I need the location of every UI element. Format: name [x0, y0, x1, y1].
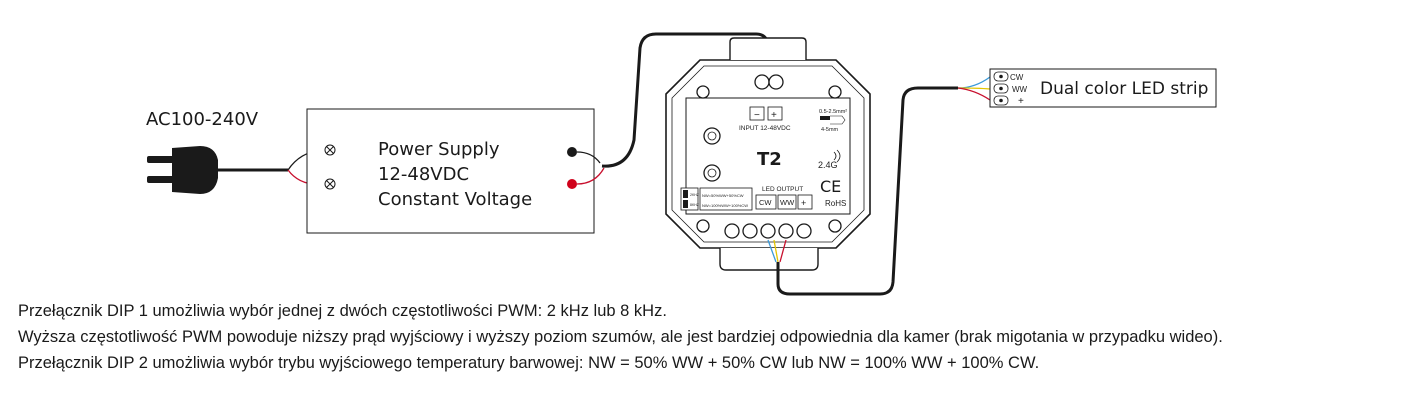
led-strip-label: Dual color LED strip — [1040, 79, 1208, 99]
led-strip-box — [989, 68, 1217, 108]
led-strip-pins — [993, 71, 1009, 106]
power-supply-box — [306, 108, 595, 234]
rf-label: 2.4G — [818, 160, 838, 170]
wire-spec-2: 4-5mm — [821, 127, 839, 133]
controller-input-label: INPUT 12-48VDC — [739, 125, 791, 132]
dip1-text: NW=50%WW+50%CW — [702, 193, 744, 198]
ac-input-label: AC100-240V — [146, 109, 259, 130]
dip2-tag: 8KHZ — [690, 203, 700, 207]
input-minus-label: − — [754, 110, 760, 121]
input-plus-label: + — [771, 110, 777, 121]
led-pin-plus: + — [1018, 96, 1024, 107]
led-pin-ww: WW — [1012, 85, 1028, 94]
controller-model: T2 — [757, 149, 782, 170]
wiring-diagram: Power Supply 12-48VDC Constant Voltage A… — [146, 32, 1217, 296]
dc-output-terminals — [567, 147, 577, 189]
wireless-signal-icon — [833, 149, 841, 163]
ac-terminal-screws — [324, 144, 336, 190]
note-line-3: Przełącznik DIP 2 umożliwia wybór trybu … — [18, 354, 1040, 372]
note-line-1: Przełącznik DIP 1 umożliwia wybór jednej… — [18, 302, 667, 320]
led-output-label: LED OUTPUT — [762, 186, 803, 193]
out-ww-label: WW — [780, 198, 795, 207]
ce-mark: CE — [820, 177, 841, 196]
power-supply-line1: Power Supply — [378, 139, 500, 160]
out-plus-label: + — [801, 198, 806, 208]
dc-wire-pos — [576, 167, 605, 185]
led-pin-cw: CW — [1010, 73, 1024, 82]
power-supply-line2: 12-48VDC — [378, 164, 469, 185]
dip-switch[interactable] — [680, 187, 753, 211]
ac-plug-icon — [147, 146, 218, 194]
dip2-text: NW=100%WW+100%CW — [702, 203, 748, 208]
dc-wire-neg — [576, 151, 601, 164]
led-cable — [776, 86, 958, 296]
note-line-2: Wyższa częstotliwość PWM powoduje niższy… — [18, 328, 1223, 346]
dip1-tag: 2KHZ — [690, 193, 700, 197]
rohs-label: RoHS — [825, 199, 846, 208]
wire-spec-1: 0.5-2.5mm² — [819, 109, 847, 115]
power-supply-line3: Constant Voltage — [378, 189, 532, 210]
description-notes: Przełącznik DIP 1 umożliwia wybór jednej… — [18, 298, 1408, 376]
out-cw-label: CW — [759, 198, 772, 207]
